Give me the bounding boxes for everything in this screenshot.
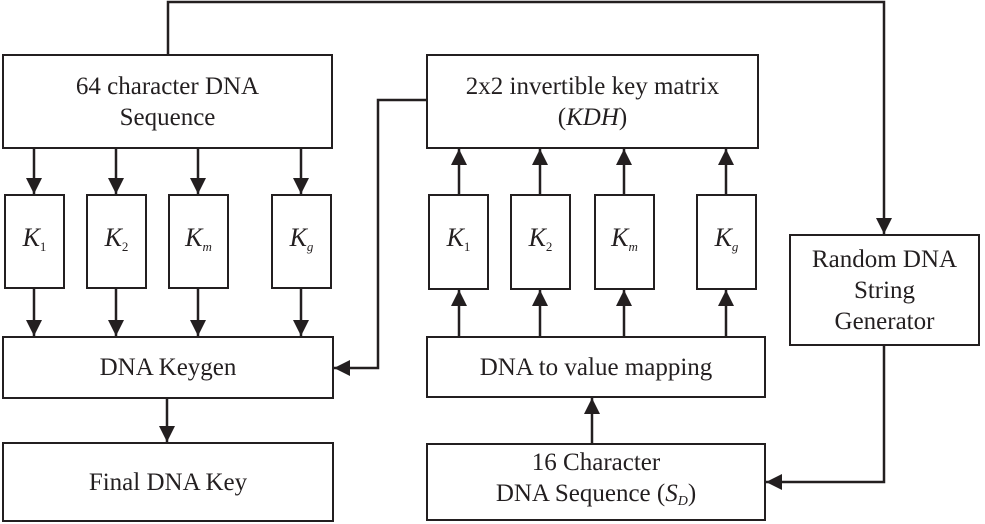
left-k1-base: K <box>22 222 40 252</box>
left-km-base: K <box>185 222 203 252</box>
left-kg-sub: g <box>306 238 314 254</box>
dna-sequence-64-box: 64 character DNA Sequence <box>2 54 333 149</box>
right-km-base: K <box>611 223 629 252</box>
dna-sequence-16-line1: 16 Character <box>531 449 661 476</box>
right-km-sub: m <box>628 239 638 254</box>
left-km-sub: m <box>202 238 212 254</box>
right-kg-sub: g <box>731 239 739 254</box>
left-key-block-km: Km <box>168 194 229 289</box>
key-matrix-open-paren: ( <box>557 103 567 131</box>
key-matrix-symbol: KDH <box>566 103 619 131</box>
right-key-block-k1: K1 <box>428 194 489 290</box>
right-key-block-k2: K2 <box>510 194 571 290</box>
dna-keygen-label: DNA Keygen <box>99 354 237 381</box>
random-generator-line2: String <box>853 276 916 304</box>
dna-sequence-16-line2: DNA Sequence (SD) <box>496 478 696 517</box>
loop-seq-to-generator-line <box>166 0 892 234</box>
value-mapping-label: DNA to value mapping <box>479 353 713 381</box>
value-mapping-box: DNA to value mapping <box>426 336 766 398</box>
dna-sequence-16-box: 16 Character DNA Sequence (SD) <box>426 443 766 521</box>
dna-sequence-64-line1: 64 character DNA <box>75 72 260 100</box>
key-matrix-box: 2x2 invertible key matrix (KDH) <box>426 54 759 149</box>
left-k1-sub: 1 <box>39 238 47 254</box>
dna-sequence-16-text: DNA Sequence ( <box>495 480 666 507</box>
random-generator-line1: Random DNA <box>811 245 958 273</box>
left-key-block-k1: K1 <box>4 194 65 289</box>
random-generator-line3: Generator <box>834 307 935 335</box>
key-matrix-close-paren: ) <box>618 103 628 131</box>
left-k2-base: K <box>104 222 122 252</box>
dna-sequence-16-symbol-sub: D <box>677 494 688 509</box>
left-kg-base: K <box>289 222 307 252</box>
dna-sequence-16-close-paren: ) <box>687 480 697 507</box>
final-dna-key-label: Final DNA Key <box>88 468 248 496</box>
right-key-block-km: Km <box>594 194 655 290</box>
right-k1-sub: 1 <box>463 239 471 254</box>
left-key-block-k2: K2 <box>86 194 147 289</box>
right-kg-base: K <box>714 223 732 252</box>
random-generator-box: Random DNA String Generator <box>789 234 980 346</box>
dna-sequence-64-line2: Sequence <box>119 103 216 131</box>
right-k2-sub: 2 <box>545 239 553 254</box>
final-dna-key-box: Final DNA Key <box>2 442 334 522</box>
left-k2-sub: 2 <box>121 238 129 254</box>
dna-sequence-16-symbol: S <box>665 480 678 507</box>
right-k1-base: K <box>446 223 464 252</box>
key-matrix-line1: 2x2 invertible key matrix <box>465 72 720 100</box>
generator-to-seq16-arrow <box>766 346 886 490</box>
right-key-block-kg: Kg <box>696 194 757 290</box>
right-k2-base: K <box>528 223 546 252</box>
dna-keygen-box: DNA Keygen <box>2 336 334 399</box>
matrix-to-keygen-arrow <box>334 98 426 376</box>
left-key-block-kg: Kg <box>271 194 332 289</box>
key-matrix-line2: (KDH) <box>558 102 627 133</box>
